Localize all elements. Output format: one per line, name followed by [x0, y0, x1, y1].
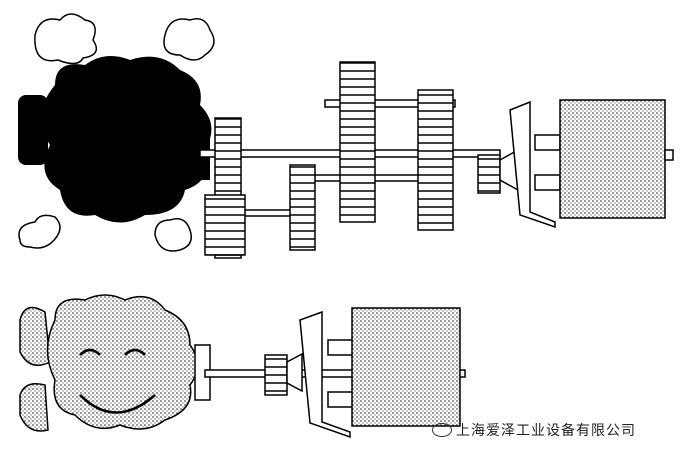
- coupling-plate: [509, 100, 556, 229]
- smoke-clouds: [18, 13, 215, 252]
- gear-1b: [204, 194, 246, 256]
- gear-train: [199, 61, 674, 259]
- wechat-icon: [432, 423, 452, 437]
- motor-box-bottom: [351, 307, 461, 427]
- gear-3: [339, 61, 376, 223]
- watermark: 上海爱泽工业设备有限公司: [432, 420, 636, 440]
- pinion-bottom: [264, 354, 288, 396]
- watermark-text: 上海爱泽工业设备有限公司: [456, 423, 636, 439]
- pinion: [477, 154, 501, 194]
- direct-drive: [204, 307, 466, 439]
- smoky-engine: [18, 13, 215, 252]
- coupling-plate-bottom: [299, 310, 351, 439]
- happy-engine: [19, 294, 211, 432]
- gear-4: [417, 89, 454, 231]
- motor-box-top: [559, 99, 666, 219]
- gear-2: [289, 164, 316, 251]
